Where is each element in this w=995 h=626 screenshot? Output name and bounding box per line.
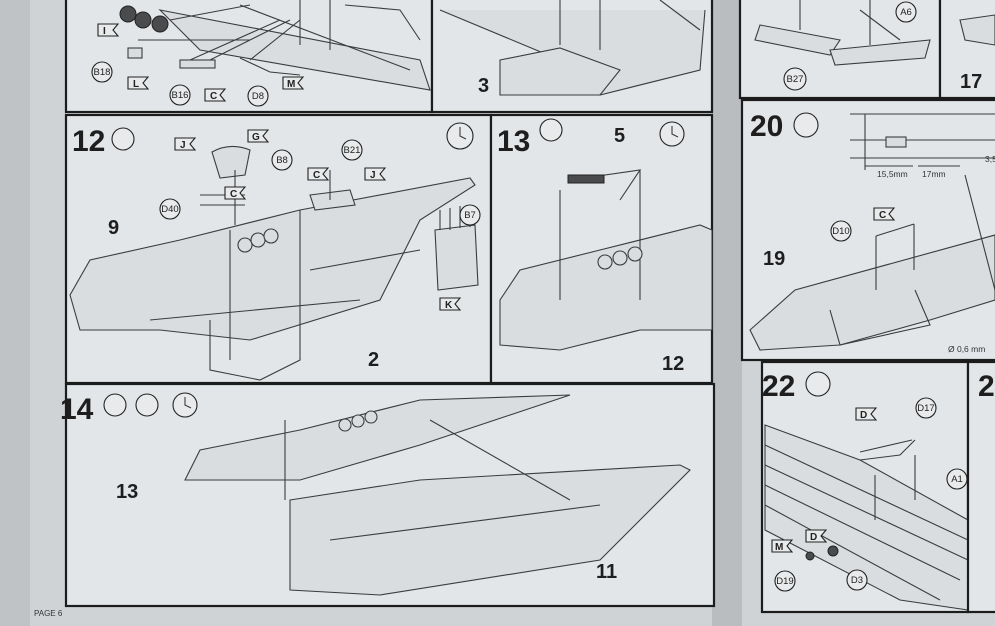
step-number: 20 xyxy=(750,110,783,143)
part-B27: B27 xyxy=(787,74,804,85)
part-number-3: 3 xyxy=(478,75,489,97)
part-D10: D10 xyxy=(832,226,849,237)
part-flag-D: D xyxy=(860,410,867,421)
part-D3: D3 xyxy=(851,575,863,586)
part-A1: A1 xyxy=(951,474,963,485)
part-flag-C: C xyxy=(230,189,237,200)
part-D17: D17 xyxy=(917,403,934,414)
step-number: 2 xyxy=(978,370,995,403)
dimension-diameter: Ø 0,6 mm xyxy=(948,344,985,354)
step-22-panel: 22 D D17 A1 M D D19 D3 xyxy=(760,360,970,614)
step-number: 14 xyxy=(60,393,94,426)
part-flag-M: M xyxy=(775,542,783,553)
panel-top-middle: 3 xyxy=(430,0,714,114)
part-B21: B21 xyxy=(344,145,361,156)
part-number-17: 17 xyxy=(960,71,982,93)
page-gutter xyxy=(712,0,742,626)
glue-icon xyxy=(805,371,831,397)
dimension-17mm: 17mm xyxy=(922,169,946,179)
step-14-panel: 14 13 11 xyxy=(60,382,716,608)
part-flag-C: C xyxy=(879,210,886,221)
part-number-11: 11 xyxy=(596,561,617,583)
part-D40: D40 xyxy=(161,204,178,215)
step-20-panel: 20 15,5mm 17mm 3,5 D10 C 19 Ø 0,6 mm xyxy=(740,98,995,362)
page-label: PAGE 6 xyxy=(34,609,63,618)
part-A6: A6 xyxy=(900,7,912,18)
panel-top-right: B27 A6 17 xyxy=(738,0,995,100)
part-D8: D8 xyxy=(252,91,264,102)
part-number-12: 12 xyxy=(662,353,684,375)
part-flag-M: M xyxy=(287,79,295,90)
part-B8: B8 xyxy=(276,155,288,166)
step-number: 22 xyxy=(762,370,795,403)
step-2x-panel: 2 xyxy=(966,360,995,614)
step-12-panel: 12 J G B8 B21 C J C D40 B7 K 9 2 xyxy=(64,113,493,385)
part-flag-D: D xyxy=(810,532,817,543)
part-B16: B16 xyxy=(172,90,189,101)
glue-icon xyxy=(111,127,135,151)
step-13-panel: 13 5 12 xyxy=(489,113,714,385)
glue-icon xyxy=(103,393,127,417)
part-number-13: 13 xyxy=(116,481,138,503)
step-number: 12 xyxy=(72,125,105,158)
part-number-5: 5 xyxy=(614,125,625,147)
part-flag-J: J xyxy=(180,140,186,151)
panel-top-left: I B18 L B16 C D8 M xyxy=(64,0,434,114)
part-flag-J: J xyxy=(370,170,376,181)
part-flag-K: K xyxy=(445,300,453,311)
part-B18: B18 xyxy=(94,67,111,78)
part-flag-I: I xyxy=(103,26,106,37)
page-edge xyxy=(0,0,30,626)
part-number-19: 19 xyxy=(763,248,785,270)
dimension-15-5mm: 15,5mm xyxy=(877,169,908,179)
part-number-9: 9 xyxy=(108,217,119,239)
part-flag-L: L xyxy=(133,79,139,90)
part-D19: D19 xyxy=(776,576,793,587)
part-number-2: 2 xyxy=(368,349,379,371)
part-flag-G: G xyxy=(252,132,260,143)
paint-icon xyxy=(135,393,159,417)
step-number: 13 xyxy=(497,125,530,158)
part-B7: B7 xyxy=(464,210,476,221)
part-flag-C: C xyxy=(313,170,320,181)
dimension-3-5: 3,5 xyxy=(985,154,995,164)
glue-icon xyxy=(793,112,819,138)
glue-icon xyxy=(539,118,563,142)
part-flag-C: C xyxy=(210,91,217,102)
